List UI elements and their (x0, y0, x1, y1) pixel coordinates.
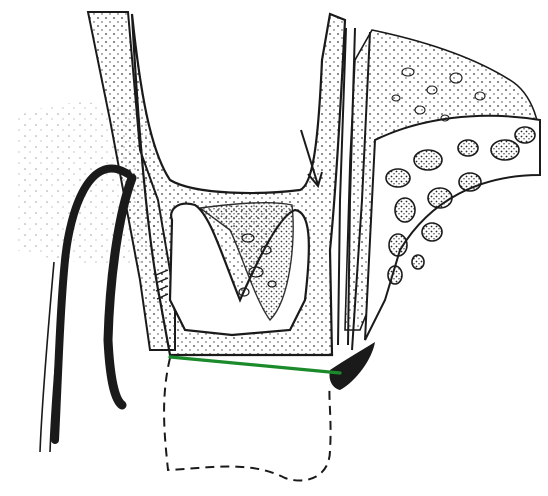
crown-outline-dashed (164, 358, 331, 481)
reference-line (170, 357, 340, 373)
